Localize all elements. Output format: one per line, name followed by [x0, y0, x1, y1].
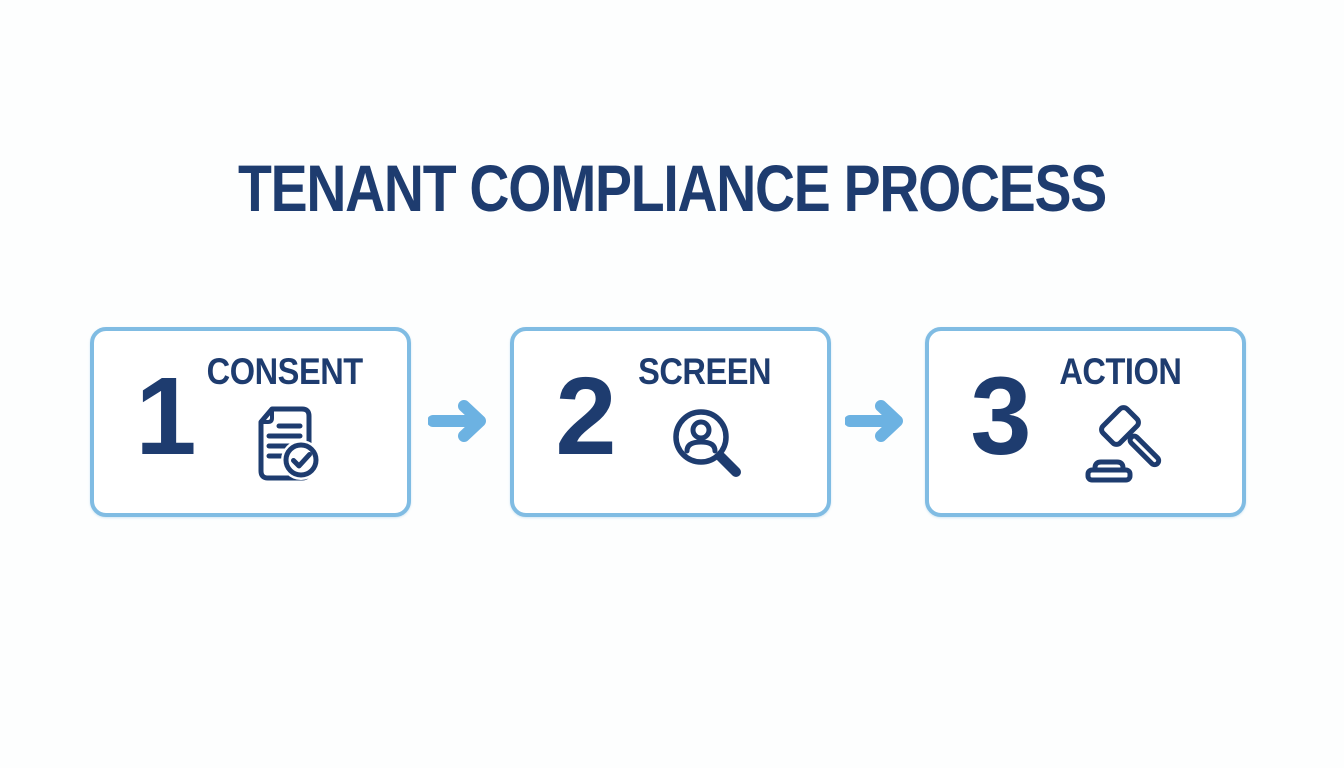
arrow-right-icon [845, 399, 909, 443]
step-card-action: 3 ACTION [925, 327, 1246, 517]
step-card-screen: 2 SCREEN [510, 327, 831, 517]
step-card-consent: 1 CONSENT [90, 327, 411, 517]
step-number: 2 [555, 355, 617, 478]
page-title: TENANT COMPLIANCE PROCESS [238, 151, 1107, 225]
step-body: ACTION [1048, 331, 1192, 513]
step-label: CONSENT [206, 351, 364, 392]
step-body: SCREEN [633, 331, 777, 513]
document-check-icon [243, 402, 327, 486]
step-number: 3 [970, 355, 1032, 478]
arrow-right-icon [428, 399, 492, 443]
magnifier-person-icon [663, 402, 747, 486]
step-number: 1 [135, 355, 197, 478]
step-body: CONSENT [207, 331, 363, 513]
step-label: SCREEN [638, 351, 772, 392]
step-label: ACTION [1058, 351, 1182, 392]
gavel-icon [1078, 402, 1162, 486]
